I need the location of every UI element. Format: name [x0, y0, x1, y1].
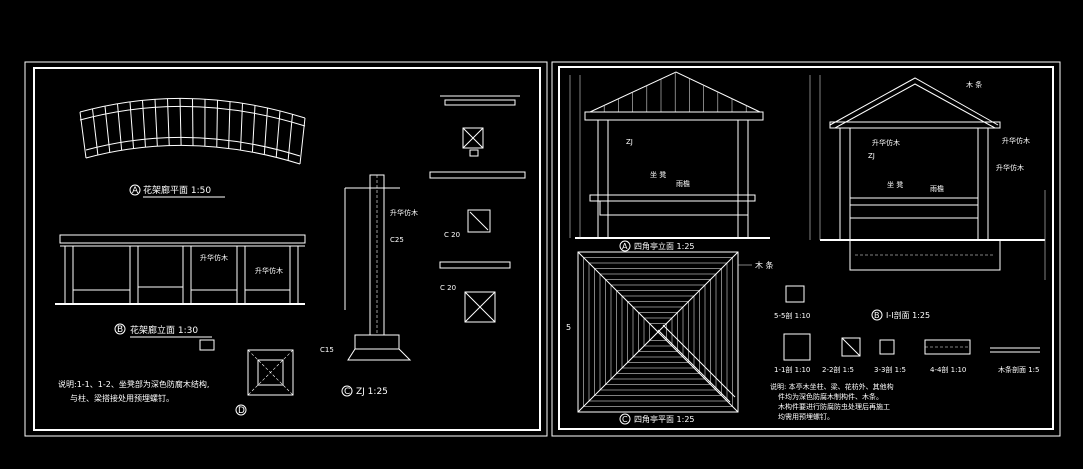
label-eave-2: 雨檐 — [930, 184, 944, 193]
label-fake-wood-3: 升华仿木 — [996, 163, 1024, 172]
detail-6: 5-5剖 1:10 — [774, 311, 810, 320]
column-detail-title: ZJ 1:25 — [356, 387, 388, 397]
section-marker: B — [874, 311, 880, 320]
footing-detail: D — [199, 339, 294, 416]
right-note-line-3: 木构件要进行防腐防虫处理后再施工 — [778, 402, 890, 411]
pergola-elevation: 升华仿木 升华仿木 B 花架廊立面 1:30 — [55, 234, 306, 338]
label-bench-2: 坐 凳 — [887, 180, 903, 189]
column-detail-marker: C — [344, 387, 350, 397]
pavilion-elevation: ZJ 坐 凳 雨檐 A 四角亭立面 1:25 — [569, 71, 770, 252]
label-wood-strip: 木 条 — [755, 260, 774, 270]
svg-text:5: 5 — [566, 323, 571, 332]
elev-a-marker: A — [622, 242, 628, 251]
plan-title-right: 四角亭平面 1:25 — [634, 414, 695, 424]
right-note-line-2: 件均为深色防腐木制构件、木条。 — [778, 392, 883, 401]
pavilion-plan: 木 条 5 C 四角亭平面 1:25 — [566, 251, 774, 425]
pavilion-section: 木 条 升华仿木 升华仿木 升华仿木 ZJ 坐 凳 雨檐 B I-I剖面 1:2… — [809, 75, 1046, 321]
left-sheet: A 花架廊平面 1:50 升华仿木 升华仿木 B 花架廊立面 1:30 — [24, 61, 548, 437]
right-sheet-inner-frame — [558, 66, 1054, 430]
detail-5: 木条剖面 1:5 — [998, 365, 1040, 374]
right-note-line-4: 均需用预埋螺钉。 — [778, 412, 834, 421]
elev-label-1: 升华仿木 — [200, 253, 228, 262]
column-label-3: C15 — [320, 346, 334, 354]
left-note-line-1: 说明:1-1、1-2、坐凳部为深色防腐木结构, — [58, 379, 209, 389]
label-fake-wood-2: 升华仿木 — [1002, 136, 1030, 145]
detail-2: 2-2剖 1:5 — [822, 365, 854, 374]
elev-label-2: 升华仿木 — [255, 266, 283, 275]
elev-a-title: 四角亭立面 1:25 — [634, 241, 695, 251]
column-label-1: 升华仿木 — [390, 208, 418, 217]
label-zj: ZJ — [626, 138, 633, 146]
plan-marker: A — [132, 186, 139, 196]
label-bench: 坐 凳 — [650, 170, 666, 179]
section-title: I-I剖面 1:25 — [886, 310, 930, 320]
footing-marker: D — [238, 406, 245, 416]
detail-4: 4-4剖 1:10 — [930, 365, 966, 374]
elevation-title: 花架廊立面 1:30 — [130, 324, 198, 336]
label-zj-2: ZJ — [868, 152, 875, 160]
small-label-2: C 20 — [440, 284, 456, 292]
label-fake-wood: 升华仿木 — [872, 138, 900, 147]
section-details: 5-5剖 1:10 1-1剖 1:10 2-2剖 1:5 3-3剖 1:5 4-… — [774, 285, 1040, 374]
label-wood-strip-2: 木 条 — [966, 80, 982, 89]
detail-1: 1-1剖 1:10 — [774, 365, 810, 374]
label-eave: 雨檐 — [676, 179, 690, 188]
pergola-plan: A 花架廊平面 1:50 — [79, 97, 306, 198]
right-note-line-1: 说明: 本亭木坐柱、梁、花枋外、其他构 — [770, 382, 894, 391]
right-sheet-outer-frame — [551, 61, 1061, 437]
left-sheet-inner-frame — [33, 67, 541, 431]
beam-details: C 20 C 20 — [429, 95, 526, 323]
left-note-line-2: 与柱、梁搭接处用预埋螺钉。 — [70, 393, 174, 403]
left-sheet-outer-frame — [24, 61, 548, 437]
elevation-marker: B — [117, 325, 123, 335]
column-detail: 升华仿木 C25 C15 C ZJ 1:25 — [320, 174, 418, 397]
small-label-1: C 20 — [444, 231, 460, 239]
plan-title: 花架廊平面 1:50 — [143, 184, 211, 196]
detail-3: 3-3剖 1:5 — [874, 365, 906, 374]
right-sheet: ZJ 坐 凳 雨檐 A 四角亭立面 1:25 木 条 5 C 四角亭平面 1:2… — [551, 61, 1061, 437]
column-label-2: C25 — [390, 236, 404, 244]
plan-marker: C — [622, 415, 628, 424]
